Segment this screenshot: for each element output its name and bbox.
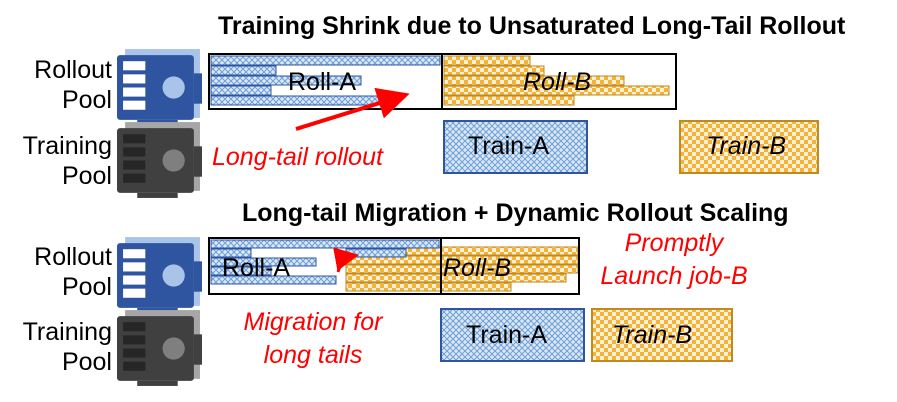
gpu-card-icon (117, 49, 202, 125)
roll-a-bars-1 (210, 55, 441, 106)
roll-a-label-2: Roll-A (222, 254, 291, 282)
roll-a-bars-2 (210, 239, 440, 285)
roll-b-box-2 (440, 237, 580, 295)
train-b-block-1 (679, 120, 819, 174)
long-tail-annotation: Long-tail rollout (212, 143, 383, 171)
train-a-label-1: Train-A (468, 132, 550, 160)
migration-arrow (333, 247, 359, 273)
long-tail-arrow (295, 87, 410, 131)
gpu-card-icon (117, 122, 202, 198)
train-a-block-1 (443, 120, 588, 174)
section2-title: Long-tail Migration + Dynamic Rollout Sc… (242, 199, 789, 227)
train-b-label-2: Train-B (612, 321, 693, 349)
gpu-card-icon (117, 310, 202, 386)
roll-b-box-1 (441, 53, 677, 110)
section1-title: Training Shrink due to Unsaturated Long-… (218, 12, 846, 40)
gpu-card-icon (117, 237, 202, 313)
train-b-block-2 (591, 308, 733, 362)
train-a-label-2: Train-A (466, 321, 548, 349)
train-b-label-1: Train-B (706, 132, 787, 160)
train-a-block-2 (440, 308, 585, 362)
roll-b-bars-1 (443, 55, 670, 106)
roll-a-label-1: Roll-A (288, 68, 357, 96)
roll-b-label-1: Roll-B (523, 68, 592, 96)
roll-b-label-2: Roll-B (443, 254, 512, 282)
